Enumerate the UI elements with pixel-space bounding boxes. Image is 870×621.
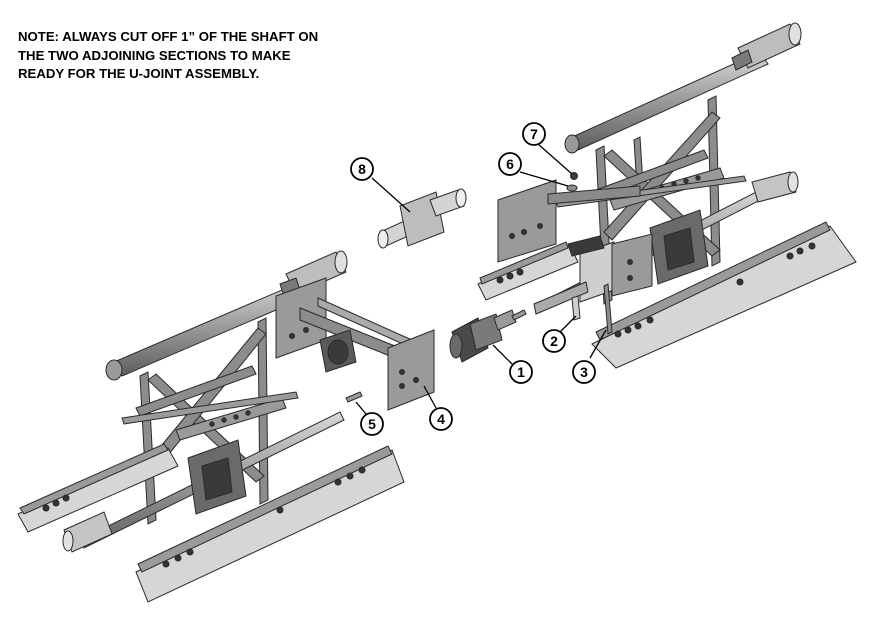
callout-1: 1 [509,360,533,384]
svg-text:1: 1 [517,364,525,380]
callout-5: 5 [360,412,384,436]
svg-text:7: 7 [530,126,538,142]
svg-text:5: 5 [368,416,376,432]
left-top-end-fitting [279,250,348,297]
svg-text:3: 3 [580,364,588,380]
part-3-bolt [603,283,613,335]
part-8-coupler [377,188,467,249]
right-top-end-fitting [731,22,802,71]
callout-7: 7 [522,122,546,146]
left-front-rail [135,445,405,603]
left-frame-section [17,250,405,603]
right-frame-section [477,22,857,369]
part-7-nut [570,172,578,180]
svg-text:8: 8 [358,161,366,177]
part-1-key [511,309,527,321]
right-top-tube-left-cap [564,134,580,154]
callout-4: 4 [429,407,453,431]
callout-2: 2 [542,329,566,353]
svg-text:6: 6 [506,156,514,172]
part-1-u-joint [449,309,517,363]
callout-8: 8 [350,157,374,181]
note-line-3: READY FOR THE U-JOINT ASSEMBLY. [18,66,260,81]
part-2-pin [571,295,581,321]
assembly-note: NOTE: ALWAYS CUT OFF 1” OF THE SHAFT ON … [18,28,398,84]
svg-text:2: 2 [550,333,558,349]
note-line-1: NOTE: ALWAYS CUT OFF 1” OF THE SHAFT ON [18,29,319,44]
leader-lines [355,143,607,415]
callout-6: 6 [498,152,522,176]
part-6-washer [566,184,578,192]
note-line-2: THE TWO ADJOINING SECTIONS TO MAKE [18,47,291,63]
part-4-cross-brace [275,277,435,411]
right-mounting-plate [497,179,557,263]
right-bottom-rail [591,221,857,369]
callout-3: 3 [572,360,596,384]
svg-text:4: 4 [437,411,445,427]
right-left-rail [477,241,579,301]
left-rear-rail [17,443,179,533]
part-5-key [345,391,363,403]
